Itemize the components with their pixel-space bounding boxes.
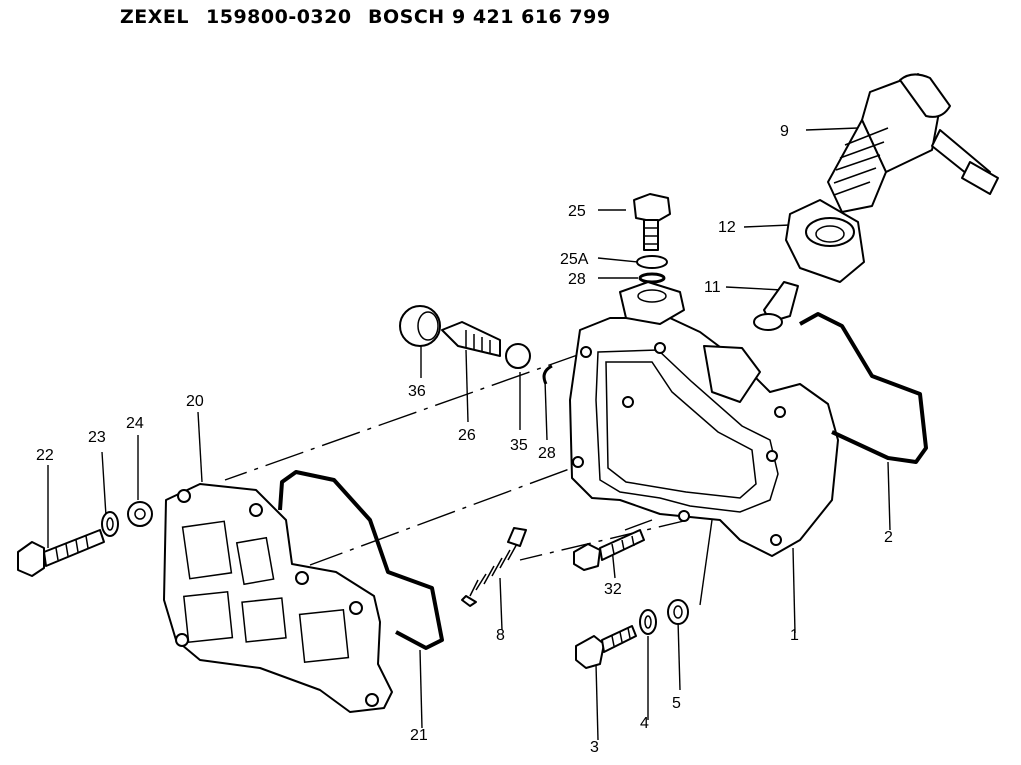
part-35-washer [505, 343, 531, 369]
callout-21: 21 [410, 727, 428, 744]
part-36-cap [399, 305, 441, 347]
callout-4: 4 [640, 715, 649, 732]
part-25-bolt [633, 193, 671, 251]
callout-2: 2 [884, 529, 893, 546]
callout-20: 20 [186, 393, 204, 410]
callout-35: 35 [510, 437, 528, 454]
part-4-washer [639, 609, 657, 635]
part-28-ring-top [638, 272, 666, 284]
brand-bosch: BOSCH [368, 6, 445, 28]
part-32-bolt [573, 529, 645, 571]
callout-32: 32 [604, 581, 622, 598]
zexel-part-number: 159800-0320 [206, 6, 352, 28]
bosch-part-number: 9 421 616 799 [452, 6, 611, 28]
part-5-washer [667, 599, 689, 625]
callout-1: 1 [790, 627, 799, 644]
part-9-solenoid [827, 73, 999, 227]
part-23-washer [101, 511, 119, 537]
callout-28-top: 28 [568, 271, 586, 288]
callout-labels: 9 25 12 25A 28 11 36 26 35 28 20 24 23 2… [36, 123, 893, 756]
part-3-bolt [575, 625, 637, 669]
callout-12: 12 [718, 219, 736, 236]
part-20-cover [163, 483, 393, 713]
callout-11: 11 [704, 279, 721, 296]
part-24-washer [127, 501, 153, 527]
leader-lines [47, 127, 891, 741]
callout-25a: 25A [560, 251, 589, 268]
callout-8: 8 [496, 627, 505, 644]
callout-26: 26 [458, 427, 476, 444]
brand-zexel: ZEXEL [120, 6, 189, 28]
part-25a-washer [636, 255, 668, 269]
callout-5: 5 [672, 695, 681, 712]
part-12-nut [785, 199, 865, 283]
part-11-valve [753, 281, 799, 331]
callout-28-side: 28 [538, 445, 556, 462]
part-2-gasket [799, 312, 928, 464]
part-number-header: ZEXEL 159800-0320 BOSCH 9 421 616 799 [120, 6, 720, 36]
callout-9: 9 [780, 123, 789, 140]
callout-22: 22 [36, 447, 54, 464]
callout-25: 25 [568, 203, 586, 220]
callout-3: 3 [590, 739, 599, 756]
callout-24: 24 [126, 415, 144, 432]
part-1-housing [569, 281, 839, 557]
part-21-gasket [278, 470, 444, 650]
callout-23: 23 [88, 429, 106, 446]
part-28-ring-side [542, 364, 553, 385]
part-8-spring [461, 527, 527, 607]
part-22-bolt [17, 529, 105, 577]
part-26-screw [441, 321, 501, 357]
callout-36: 36 [408, 383, 426, 400]
